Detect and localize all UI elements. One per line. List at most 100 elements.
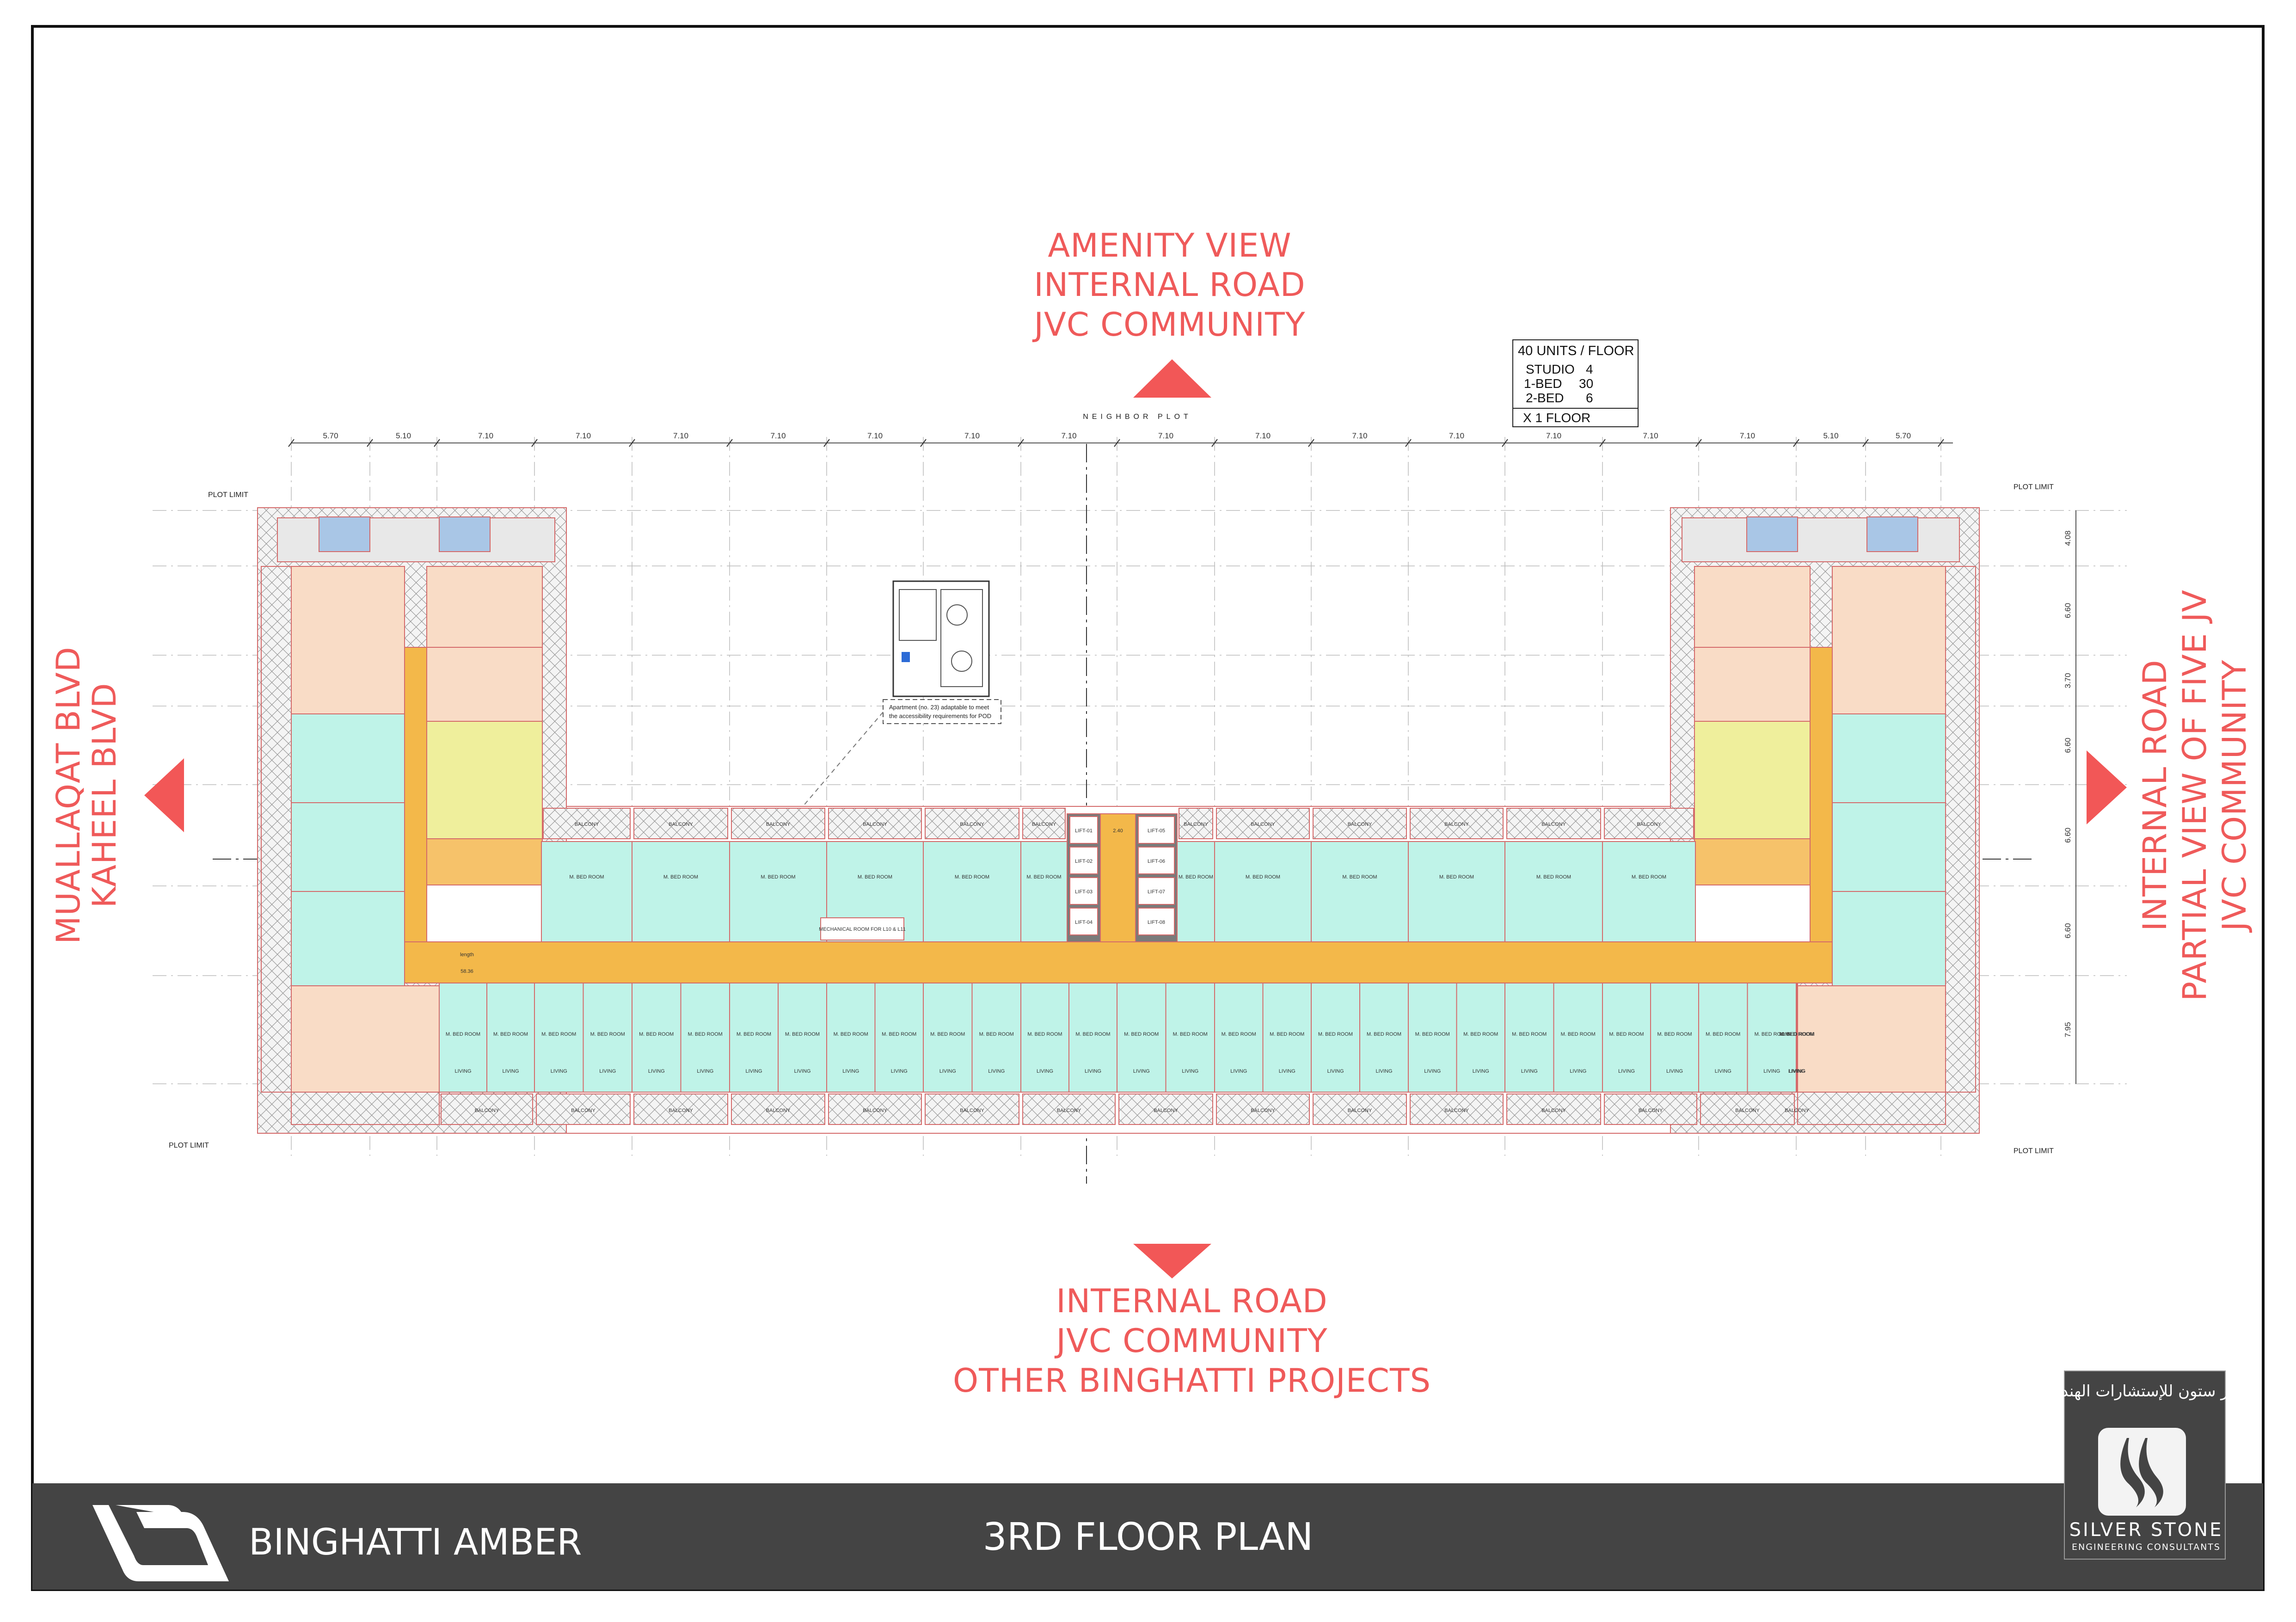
balcony-label: BALCONY <box>766 1108 791 1113</box>
svg-text:ENGINEERING CONSULTANTS: ENGINEERING CONSULTANTS <box>2072 1542 2221 1552</box>
room-label: LIVING <box>988 1069 1005 1074</box>
dimension-label: 7.10 <box>1740 431 1755 440</box>
other-projects-label: OTHER BINGHATTI PROJECTS <box>953 1362 1431 1400</box>
balcony <box>1022 1094 1116 1125</box>
silver-stone-logo: سلفر ستون للإستشارات الهندسية SILVER STO… <box>2035 1370 2256 1560</box>
dimension-label: 7.10 <box>673 431 688 440</box>
dimension-label: 7.95 <box>2063 1022 2072 1037</box>
balcony <box>1506 1094 1601 1125</box>
unit-1-bed <box>583 983 632 1093</box>
room-label: LIVING <box>697 1069 713 1074</box>
dimension-tick <box>1211 439 1218 447</box>
room-label: LIVING <box>794 1069 810 1074</box>
balcony-label: BALCONY <box>863 1108 887 1113</box>
balcony <box>1604 1094 1697 1125</box>
dimension-tick <box>1308 439 1314 447</box>
studio-label: STUDIO <box>1526 362 1575 376</box>
unit-1-bed <box>1262 983 1312 1093</box>
dimension-label: 4.08 <box>2063 530 2072 546</box>
units-per-floor: 40 UNITS / FLOOR <box>1518 344 1634 358</box>
balcony <box>828 1094 922 1125</box>
title-bar <box>32 1483 2263 1590</box>
internal-road-label: INTERNAL ROAD <box>1056 1282 1327 1320</box>
balcony-label: BALCONY <box>1184 822 1208 827</box>
unit-1-bed <box>729 841 827 942</box>
balcony <box>633 808 728 839</box>
dimension-tick <box>1793 439 1799 447</box>
room-label: M. BED ROOM <box>1173 1032 1208 1037</box>
dimension-label: 5.70 <box>323 431 338 440</box>
dimension-label: 7.10 <box>770 431 786 440</box>
dimension-label: 5.70 <box>1896 431 1911 440</box>
unit-1-bed <box>680 983 730 1093</box>
room-label: M. BED ROOM <box>834 1032 868 1037</box>
unit-2-bed <box>291 985 440 1093</box>
dimension-label: 5.10 <box>1823 431 1838 440</box>
room-label: LIVING <box>1715 1069 1731 1074</box>
dimension-tick <box>1862 439 1869 447</box>
dimension-tick <box>1114 439 1120 447</box>
balcony <box>1945 566 1976 1093</box>
room-label: M. BED ROOM <box>1780 1032 1815 1037</box>
dimension-label: 6.60 <box>2063 828 2072 843</box>
room-label: LIVING <box>1037 1069 1053 1074</box>
lift-label: LIFT-04 <box>1075 920 1093 925</box>
dimension-label: 7.10 <box>478 431 493 440</box>
svg-text:Apartment (no. 23) adaptable t: Apartment (no. 23) adaptable to meet <box>889 704 989 711</box>
room-label: LIVING <box>1182 1069 1198 1074</box>
lift <box>1138 908 1175 935</box>
unit-1-bed <box>1650 983 1699 1093</box>
corridor <box>404 647 427 983</box>
room-label: M. BED ROOM <box>1561 1032 1596 1037</box>
unit-1-bed <box>632 841 730 942</box>
dimension-label: 5.10 <box>396 431 411 440</box>
lift <box>1138 847 1175 874</box>
lift <box>1069 908 1098 935</box>
room-label: LIVING <box>1473 1069 1489 1074</box>
room-label: M. BED ROOM <box>1632 874 1666 880</box>
corridor <box>1810 647 1833 983</box>
room-label: M. BED ROOM <box>785 1032 820 1037</box>
unit-1-bed <box>826 983 876 1093</box>
unit-1-bed <box>1020 983 1069 1093</box>
unit-1-bed <box>1602 983 1651 1093</box>
dimension-label: 7.10 <box>867 431 883 440</box>
room-label: LIVING <box>648 1069 665 1074</box>
room-label: LIVING <box>599 1069 616 1074</box>
room-label: LIVING <box>745 1069 762 1074</box>
room-label: M. BED ROOM <box>569 874 604 880</box>
balcony <box>1216 808 1310 839</box>
room-label: LIVING <box>1133 1069 1150 1074</box>
unit-1-bed <box>291 713 405 803</box>
unit-1-bed <box>729 983 779 1093</box>
room-label: LIVING <box>1085 1069 1101 1074</box>
internal-road-label: INTERNAL ROAD <box>2136 659 2174 931</box>
right-direction-label: INTERNAL ROAD PARTIAL VIEW OF FIVE JV JV… <box>2136 590 2253 1001</box>
plot-limit-label: PLOT LIMIT <box>169 1142 209 1149</box>
balcony <box>543 808 631 839</box>
balcony <box>925 808 1019 839</box>
unit-2-bed <box>426 566 543 648</box>
room-label: LIVING <box>1788 1069 1805 1074</box>
unit-2-bed <box>1694 647 1811 722</box>
balcony <box>828 808 922 839</box>
room-label: M. BED ROOM <box>1222 1032 1256 1037</box>
room-label: M. BED ROOM <box>1779 1032 1814 1037</box>
room-label: M. BED ROOM <box>1342 874 1377 880</box>
unit-1-bed <box>923 983 973 1093</box>
balcony <box>1313 1094 1407 1125</box>
lift <box>1069 847 1098 874</box>
room-label: M. BED ROOM <box>1609 1032 1644 1037</box>
dimension-label: 7.10 <box>576 431 591 440</box>
room-label: LIVING <box>1789 1069 1805 1074</box>
unit-1-bed <box>1165 983 1215 1093</box>
unit-1-bed <box>541 841 632 942</box>
dimension-label: 7.10 <box>1255 431 1271 440</box>
lift <box>1138 877 1175 905</box>
lift-label: LIFT-02 <box>1075 859 1093 864</box>
balcony-label: BALCONY <box>1541 822 1566 827</box>
room-label: M. BED ROOM <box>1755 1032 1789 1037</box>
dimension-tick <box>531 439 538 447</box>
room-label: M. BED ROOM <box>1075 1032 1110 1037</box>
